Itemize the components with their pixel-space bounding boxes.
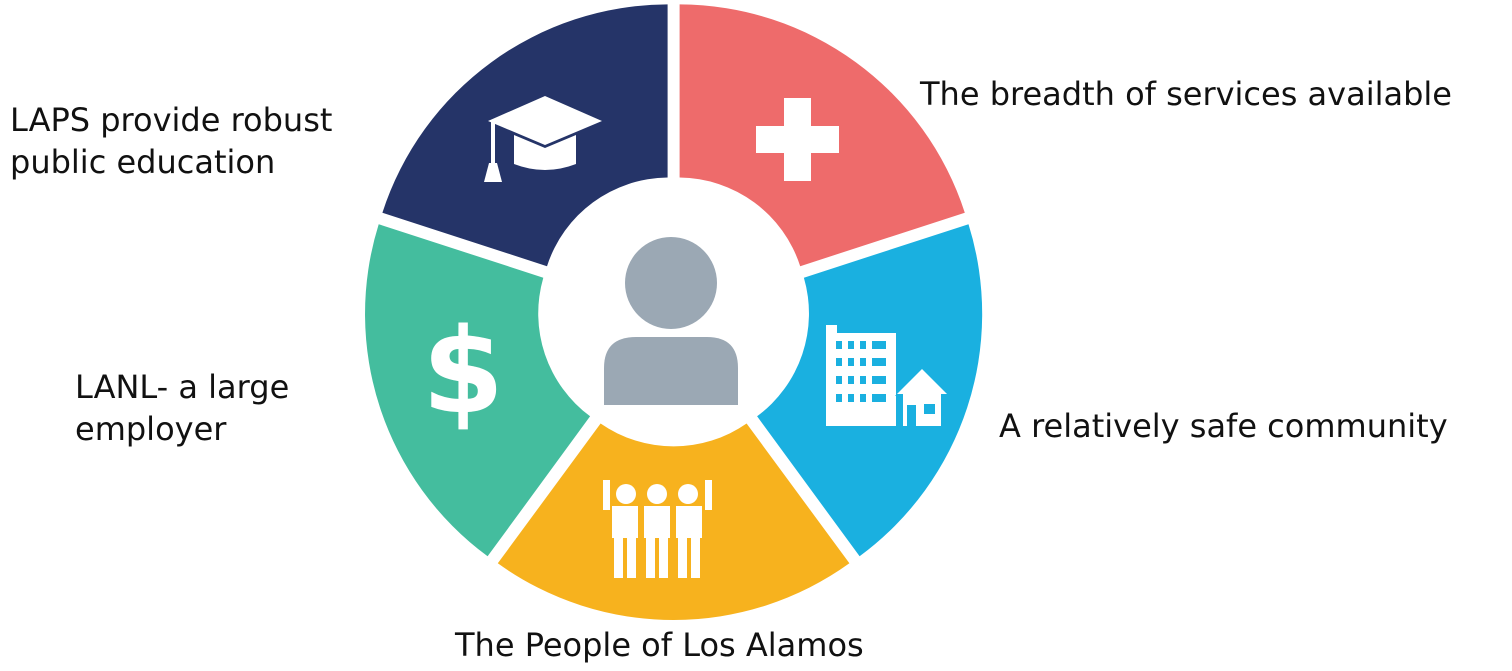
- label-employer-line-2: employer: [75, 410, 227, 448]
- graduation-cap-icon: [484, 96, 602, 182]
- segment-people: [497, 423, 850, 620]
- medical-cross-icon: [756, 98, 839, 181]
- label-services: The breadth of services available: [920, 73, 1452, 115]
- label-services-line: The breadth of services available: [920, 75, 1452, 113]
- center-person-icon: [604, 237, 738, 405]
- label-education: LAPS provide robust public education: [10, 99, 332, 183]
- label-people-line: The People of Los Alamos: [455, 626, 864, 664]
- label-employer: LANL- a large employer: [75, 366, 289, 450]
- dollar-sign-icon: $: [422, 302, 504, 440]
- label-education-line-1: LAPS provide robust: [10, 101, 333, 139]
- label-safety: A relatively safe community: [999, 405, 1448, 447]
- people-cheering-icon: [603, 480, 712, 578]
- label-people: The People of Los Alamos: [455, 624, 864, 666]
- buildings-house-icon: [826, 325, 949, 426]
- label-employer-line-1: LANL- a large: [75, 368, 290, 406]
- segment-employer: [365, 224, 591, 557]
- label-education-line-2: public education: [10, 143, 276, 181]
- label-safety-line: A relatively safe community: [999, 407, 1448, 445]
